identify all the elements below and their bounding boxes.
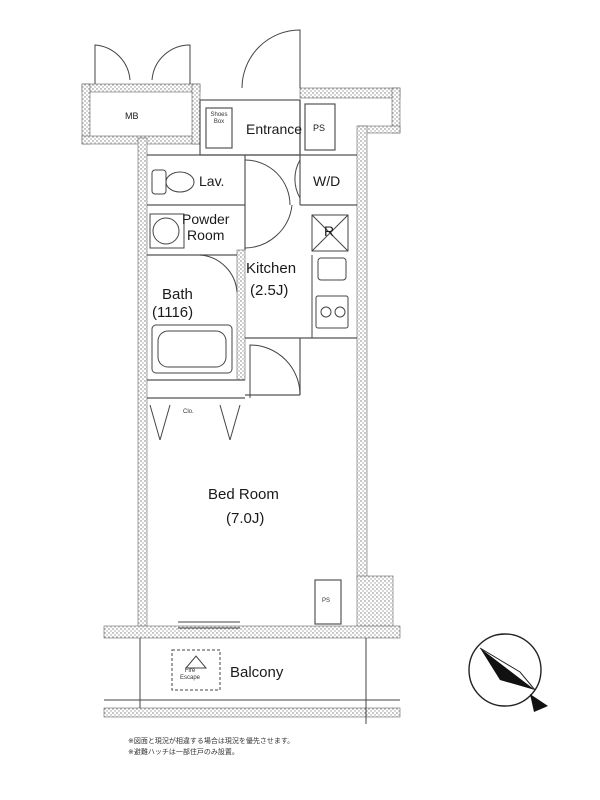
ps-small-label: PS [322, 598, 331, 604]
shoe-box-label: Shoes Box [210, 112, 228, 125]
ps-label: PS [313, 123, 326, 133]
powder-room-label: Powder Room [182, 211, 230, 244]
lav-label: Lav. [199, 173, 225, 189]
compass-icon [468, 633, 548, 712]
note-1: ※図面と現況が相違する場合は現況を優先させます。 [128, 737, 295, 745]
bath-size-label: (1116) [152, 304, 194, 321]
walls [81, 83, 401, 718]
mb-label: MB [125, 111, 139, 121]
fixtures [104, 169, 400, 724]
kitchen-label: Kitchen [246, 260, 297, 277]
wd-label: W/D [313, 173, 341, 189]
partitions [147, 99, 357, 625]
doors [94, 29, 301, 629]
balcony-label: Balcony [230, 664, 284, 681]
bedroom-label: Bed Room [208, 486, 279, 503]
bath-label: Bath [162, 286, 193, 303]
refrigerator-label: R [324, 223, 335, 239]
entrance-label: Entrance [246, 121, 303, 137]
closet-label: Clo. [183, 409, 194, 415]
note-2: ※避難ハッチは一部住戸のみ設置。 [128, 748, 239, 756]
kitchen-size-label: (2.5J) [250, 282, 289, 299]
bedroom-size-label: (7.0J) [226, 510, 265, 527]
fire-escape-label: Fire Escape [180, 668, 201, 681]
